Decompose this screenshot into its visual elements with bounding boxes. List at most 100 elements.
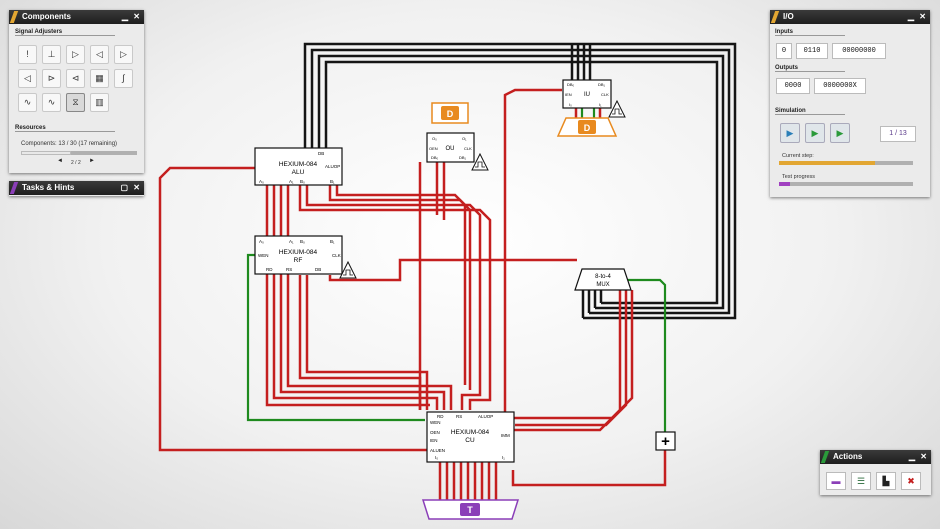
rf-component[interactable]: HEXIUM-084 RF A₀ A₁ B₀ B₁ WEN CLK RD RS … bbox=[254, 235, 343, 275]
d-output-label: D bbox=[447, 109, 454, 119]
cu-pin-aluop: ALUOP bbox=[478, 414, 493, 419]
component-button-6[interactable]: ◁ bbox=[18, 69, 37, 88]
current-step-label: Current step: bbox=[782, 153, 814, 159]
component-button-1[interactable]: ! bbox=[18, 45, 37, 64]
io-panel-title: I/O bbox=[783, 12, 794, 21]
component-button-8[interactable]: ⊲ bbox=[66, 69, 85, 88]
rf-pin-wen: WEN bbox=[258, 253, 269, 258]
component-button-11[interactable]: ∿ bbox=[18, 93, 37, 112]
component-button-14[interactable]: ▥ bbox=[90, 93, 109, 112]
tasks-panel-title: Tasks & Hints bbox=[22, 183, 75, 192]
output-value-1: 0000 bbox=[776, 78, 810, 94]
alu-pin-aluop: ALUOP bbox=[325, 164, 340, 169]
test-progress-bar bbox=[779, 182, 913, 186]
component-button-10[interactable]: ∫ bbox=[114, 69, 133, 88]
component-button-5[interactable]: ▷ bbox=[114, 45, 133, 64]
panel-accent-icon bbox=[770, 11, 780, 23]
iu-pin-db1: DB₁ bbox=[598, 82, 606, 87]
close-icon[interactable]: ✕ bbox=[133, 12, 140, 21]
components-count: Components: 13 / 30 (17 remaining) bbox=[21, 141, 118, 147]
fast-forward-icon: ▶ bbox=[836, 128, 844, 138]
adder-component[interactable]: + bbox=[655, 431, 676, 451]
run-to-end-button[interactable]: ▶ bbox=[830, 123, 850, 143]
component-button-4[interactable]: ◁ bbox=[90, 45, 109, 64]
run-button[interactable]: ▶ bbox=[805, 123, 825, 143]
rf-pin-b1: B₁ bbox=[330, 239, 335, 244]
close-icon[interactable]: ✕ bbox=[920, 452, 927, 461]
cu-pin-oen: OEN bbox=[430, 430, 440, 435]
close-icon[interactable]: ✕ bbox=[919, 12, 926, 21]
rf-subtitle: RF bbox=[294, 257, 303, 264]
restore-icon[interactable]: ▢ bbox=[120, 183, 128, 192]
mux-component[interactable]: 8-to-4 MUX bbox=[574, 268, 632, 291]
ou-pin-o0: O₀ bbox=[432, 136, 437, 141]
iu-pin-i0: I₀ bbox=[569, 102, 572, 107]
panel-accent-icon bbox=[9, 182, 19, 194]
iu-component[interactable]: IU DB₀ DB₁ IEN CLK I₀ I₁ bbox=[562, 79, 612, 109]
ou-pin-oen: OEN bbox=[429, 146, 438, 151]
ou-component[interactable]: OU O₀ O₁ OEN DB₀ CLK DB₁ bbox=[426, 132, 475, 163]
current-step-fill bbox=[779, 161, 876, 165]
minimize-icon[interactable]: ▁ bbox=[908, 452, 915, 461]
export-button[interactable]: ▙ bbox=[876, 472, 896, 490]
actions-panel: Actions ▁ ✕ ▬ ☰ ▙ ✖ bbox=[820, 450, 931, 495]
input-value-2[interactable]: 0110 bbox=[796, 43, 828, 59]
cu-pin-wen: WEN bbox=[430, 420, 441, 425]
alu-pin-db: DB bbox=[318, 151, 324, 156]
rf-pin-b0: B₀ bbox=[300, 239, 305, 244]
align-button[interactable]: ☰ bbox=[851, 472, 871, 490]
alu-title: HEXIUM-084 bbox=[279, 161, 318, 168]
d-input-label: D bbox=[584, 123, 591, 133]
minimize-icon[interactable]: ▁ bbox=[121, 12, 128, 21]
components-usage-bar bbox=[21, 151, 137, 155]
mux-title: 8-to-4 bbox=[595, 274, 611, 280]
component-button-7[interactable]: ⊳ bbox=[42, 69, 61, 88]
cu-pin-i1: I₁ bbox=[502, 455, 505, 460]
delete-icon: ✖ bbox=[907, 476, 915, 486]
alu-component[interactable]: HEXIUM-084 ALU DB ALUOP A₀ A₁ B₀ B₁ bbox=[254, 147, 343, 186]
tasks-panel-header[interactable]: Tasks & Hints ▢ ✕ bbox=[9, 181, 144, 195]
iu-clock-icon bbox=[608, 99, 626, 118]
simulation-heading: Simulation bbox=[775, 108, 845, 115]
step-button[interactable]: ▶ bbox=[780, 123, 800, 143]
d-input-device[interactable]: D bbox=[556, 117, 618, 137]
plus-icon: + bbox=[661, 433, 670, 450]
pager-prev-button[interactable]: ◄ bbox=[57, 158, 63, 164]
reset-button[interactable]: ✖ bbox=[901, 472, 921, 490]
close-icon[interactable]: ✕ bbox=[133, 183, 140, 192]
cu-component[interactable]: HEXIUM-084 CU RD RS ALUOP WEN OEN IEN AL… bbox=[426, 411, 515, 463]
input-value-1[interactable]: 0 bbox=[776, 43, 792, 59]
test-progress-fill bbox=[779, 182, 790, 186]
input-value-3[interactable]: 00000000 bbox=[832, 43, 886, 59]
components-usage-fill bbox=[21, 151, 71, 155]
cu-pin-aluen: ALUEN bbox=[430, 448, 445, 453]
step-counter: 1 / 13 bbox=[880, 126, 916, 142]
components-panel-header: Components ▁ ✕ bbox=[9, 10, 144, 24]
component-button-2[interactable]: ⊥ bbox=[42, 45, 61, 64]
iu-label: IU bbox=[584, 92, 590, 98]
d-output-device[interactable]: D bbox=[431, 102, 469, 124]
io-panel-header: I/O ▁ ✕ bbox=[770, 10, 930, 24]
t-device[interactable]: T bbox=[421, 499, 520, 520]
component-button-9[interactable]: ▦ bbox=[90, 69, 109, 88]
rf-pin-clk: CLK bbox=[332, 253, 341, 258]
minimize-icon[interactable]: ▁ bbox=[907, 12, 914, 21]
ou-pin-clk: CLK bbox=[464, 146, 472, 151]
play-icon: ▶ bbox=[811, 128, 819, 138]
tasks-panel: Tasks & Hints ▢ ✕ bbox=[9, 181, 144, 196]
actions-panel-header: Actions ▁ ✕ bbox=[820, 450, 931, 464]
step-icon: ▶ bbox=[786, 128, 794, 138]
inputs-heading: Inputs bbox=[775, 29, 845, 36]
pager-next-button[interactable]: ► bbox=[89, 158, 95, 164]
mux-subtitle: MUX bbox=[596, 282, 609, 288]
component-button-12[interactable]: ∿ bbox=[42, 93, 61, 112]
components-panel: Components ▁ ✕ Signal Adjusters ! ⊥ ▷ ◁ … bbox=[9, 10, 144, 173]
component-button-3[interactable]: ▷ bbox=[66, 45, 85, 64]
green-signal-wires bbox=[246, 108, 667, 432]
iu-pin-db0: DB₀ bbox=[567, 82, 575, 87]
hint-chat-button[interactable]: ▬ bbox=[826, 472, 846, 490]
alu-pin-b1: B₁ bbox=[330, 179, 335, 184]
alu-subtitle: ALU bbox=[292, 169, 305, 176]
component-button-13[interactable]: ⧖ bbox=[66, 93, 85, 112]
